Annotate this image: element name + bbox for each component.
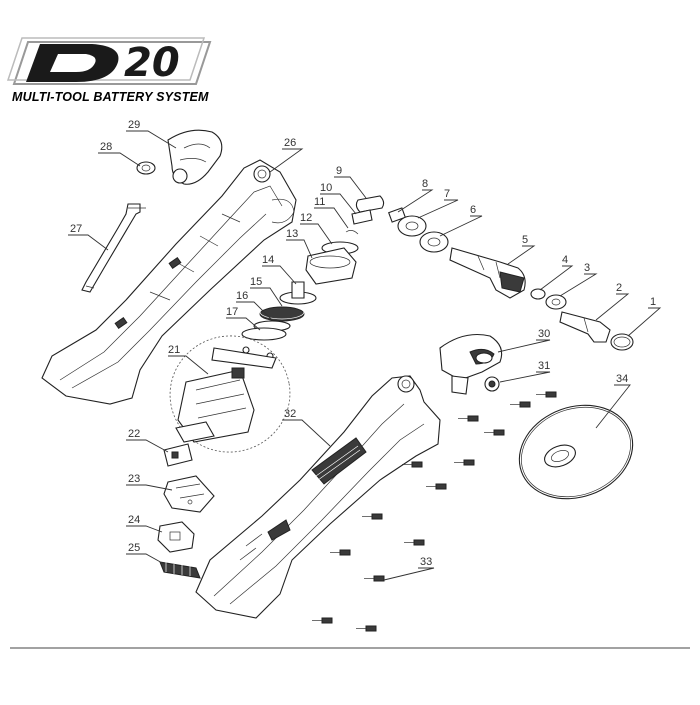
part-6-bearing [419,231,449,253]
label-34: 34 [616,373,628,385]
brand-subtitle: MULTI-TOOL BATTERY SYSTEM [12,90,209,104]
part-13-gear-housing [305,247,357,285]
part-28-knob [136,161,156,175]
label-29: 29 [128,119,140,131]
brand-logo: 20 [6,37,212,86]
part-8-washer [388,207,406,223]
label-16: 16 [236,290,248,302]
label-22: 22 [128,428,140,440]
part-1-o-ring [610,333,634,351]
part-labels: 29 28 26 27 9 10 11 12 13 8 7 6 5 4 3 2 … [70,119,656,568]
label-28: 28 [100,141,112,153]
part-34-disc [518,404,634,500]
label-9: 9 [336,165,342,177]
part-3-ring [545,294,567,310]
label-10: 10 [320,182,332,194]
label-14: 14 [262,254,274,266]
label-21: 21 [168,344,180,356]
label-4: 4 [562,254,568,266]
label-3: 3 [584,262,590,274]
label-1: 1 [650,296,656,308]
part-4-ring [530,288,546,300]
part-31-knob [484,376,500,392]
part-22-switch-block [163,443,193,467]
part-30-head-cover [439,333,503,395]
part-14-gear-shaft [279,281,317,305]
part-10 [351,209,373,225]
part-2-shaft [559,311,611,343]
part-33-screws [312,391,557,632]
label-12: 12 [300,212,312,224]
label-31: 31 [538,360,550,372]
leader-lines [68,130,662,581]
label-7: 7 [444,188,450,200]
label-25: 25 [128,542,140,554]
label-23: 23 [128,473,140,485]
part-26-housing-left [41,159,297,405]
label-8: 8 [422,178,428,190]
label-27: 27 [70,223,82,235]
label-17: 17 [226,306,238,318]
part-15-gear [259,304,305,322]
label-15: 15 [250,276,262,288]
label-24: 24 [128,514,140,526]
part-9 [355,195,385,213]
part-5-spindle [449,247,526,299]
part-21-motor [169,335,291,453]
label-11: 11 [314,196,325,208]
label-26: 26 [284,137,296,149]
label-2: 2 [616,282,622,294]
brand-number: 20 [124,40,180,86]
part-27-strip [81,203,146,293]
part-32-housing-right [195,375,441,619]
label-5: 5 [522,234,528,246]
part-23-switch [163,475,215,513]
label-32: 32 [284,408,296,420]
part-17-plate [241,327,287,360]
part-11 [345,230,359,235]
part-7-bearing [397,215,427,237]
label-6: 6 [470,204,476,216]
part-29-cover [167,129,223,185]
label-30: 30 [538,328,550,340]
part-25-terminal [159,561,201,579]
part-24-board [157,521,195,553]
label-13: 13 [286,228,298,240]
label-33: 33 [420,556,432,568]
